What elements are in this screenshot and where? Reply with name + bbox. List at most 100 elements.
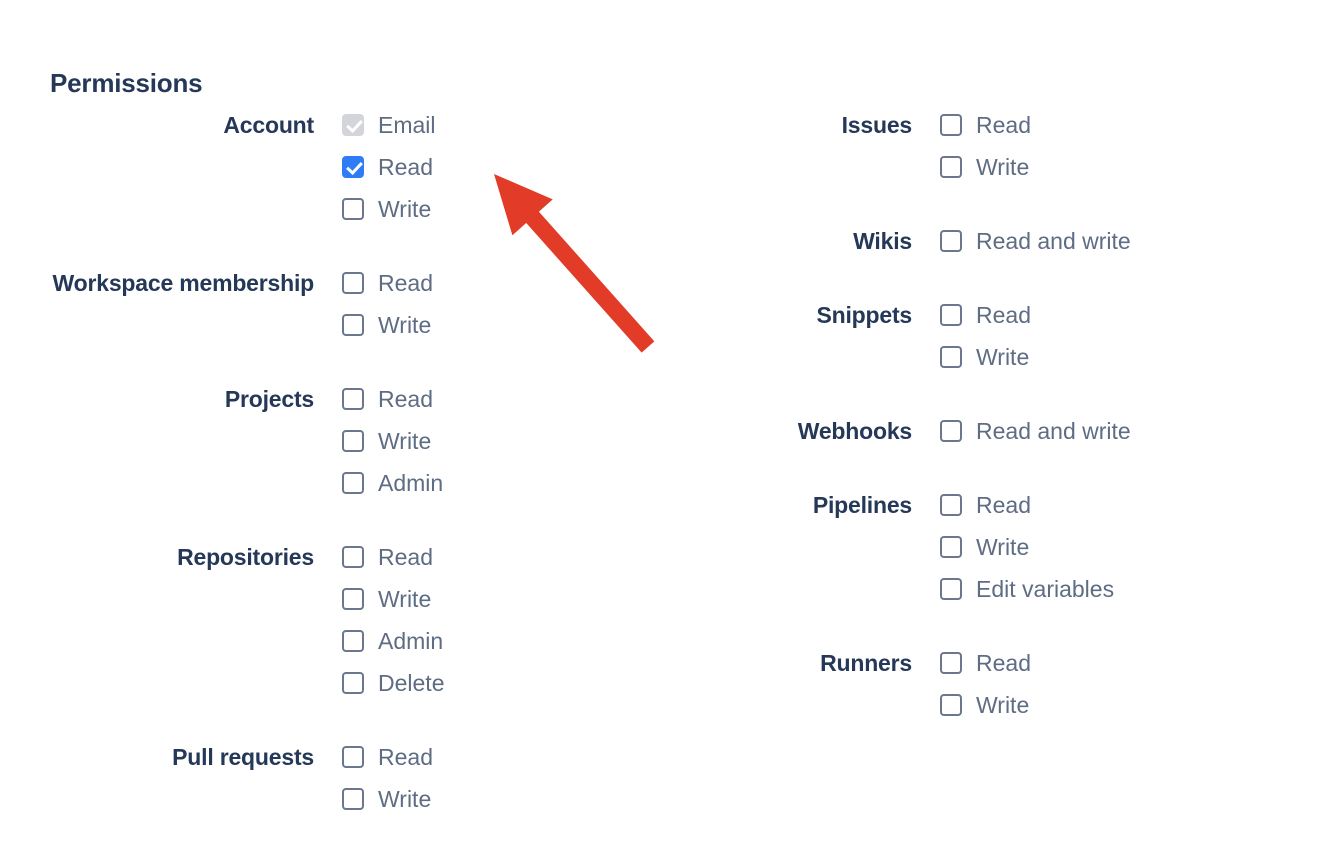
option-row[interactable]: Write	[342, 778, 620, 820]
checkbox-write[interactable]	[940, 346, 962, 368]
option-label: Read	[976, 302, 1031, 328]
group-label: Projects	[224, 386, 314, 412]
option-row[interactable]: Read	[342, 378, 620, 420]
checkbox-write[interactable]	[940, 536, 962, 558]
option-row[interactable]: Edit variables	[940, 568, 1300, 610]
checkbox-admin[interactable]	[342, 472, 364, 494]
option-label: Write	[378, 786, 432, 812]
option-row[interactable]: Read	[342, 736, 620, 778]
option-label: Delete	[378, 670, 445, 696]
checkbox-delete[interactable]	[342, 672, 364, 694]
checkbox-read[interactable]	[940, 652, 962, 674]
checkbox-admin[interactable]	[342, 630, 364, 652]
checkbox-write[interactable]	[342, 198, 364, 220]
page-title: Permissions	[50, 68, 203, 99]
option-label: Admin	[378, 628, 444, 654]
permission-group-webhooks: Webhooks Read and write	[600, 410, 1300, 452]
option-row[interactable]: Read	[342, 146, 620, 188]
group-label: Runners	[820, 650, 912, 676]
option-label: Read	[976, 492, 1031, 518]
option-row[interactable]: Write	[342, 420, 620, 462]
option-row[interactable]: Read	[342, 536, 620, 578]
option-row[interactable]: Write	[940, 146, 1300, 188]
group-label: Pull requests	[172, 744, 314, 770]
option-row[interactable]: Read	[940, 484, 1300, 526]
option-list: Read and write	[940, 220, 1300, 262]
option-row[interactable]: Write	[940, 526, 1300, 568]
group-label: Account	[223, 112, 314, 138]
option-label: Read	[378, 270, 433, 296]
checkbox-read[interactable]	[342, 546, 364, 568]
option-row[interactable]: Write	[342, 578, 620, 620]
option-label: Read	[976, 112, 1031, 138]
option-row[interactable]: Read	[342, 262, 620, 304]
option-row[interactable]: Read	[940, 294, 1300, 336]
checkbox-edit-variables[interactable]	[940, 578, 962, 600]
checkbox-read[interactable]	[342, 388, 364, 410]
option-label: Write	[976, 692, 1030, 718]
group-label: Workspace membership	[52, 270, 315, 296]
option-row[interactable]: Read and write	[940, 220, 1300, 262]
option-label: Read and write	[976, 418, 1131, 444]
option-label: Admin	[378, 470, 444, 496]
option-label: Read	[378, 154, 433, 180]
option-row[interactable]: Write	[342, 188, 620, 230]
group-label: Webhooks	[797, 418, 912, 444]
option-row[interactable]: Admin	[342, 462, 620, 504]
option-label: Email	[378, 112, 436, 138]
option-row[interactable]: Write	[342, 304, 620, 346]
checkbox-read[interactable]	[342, 156, 364, 178]
checkbox-read[interactable]	[342, 272, 364, 294]
checkbox-read[interactable]	[940, 114, 962, 136]
option-row[interactable]: Admin	[342, 620, 620, 662]
option-label: Write	[976, 154, 1030, 180]
checkbox-write[interactable]	[342, 788, 364, 810]
option-row: Email	[342, 104, 620, 146]
option-label: Write	[378, 196, 432, 222]
checkbox-write[interactable]	[940, 694, 962, 716]
option-label: Write	[378, 428, 432, 454]
group-label: Snippets	[816, 302, 912, 328]
option-label: Read	[976, 650, 1031, 676]
option-label: Write	[378, 312, 432, 338]
option-label: Read	[378, 744, 433, 770]
checkbox-write[interactable]	[342, 314, 364, 336]
option-label: Write	[976, 344, 1030, 370]
option-row[interactable]: Write	[940, 336, 1300, 378]
option-label: Read and write	[976, 228, 1131, 254]
option-label: Read	[378, 544, 433, 570]
group-label: Wikis	[853, 228, 912, 254]
option-row[interactable]: Read	[940, 104, 1300, 146]
checkbox-read[interactable]	[940, 304, 962, 326]
checkbox-read-and-write[interactable]	[940, 230, 962, 252]
option-row[interactable]: Read	[940, 642, 1300, 684]
checkbox-read-and-write[interactable]	[940, 420, 962, 442]
checkbox-write[interactable]	[342, 430, 364, 452]
option-row[interactable]: Read and write	[940, 410, 1300, 452]
checkbox-read[interactable]	[342, 746, 364, 768]
checkbox-write[interactable]	[342, 588, 364, 610]
option-row[interactable]: Write	[940, 684, 1300, 726]
checkbox-write[interactable]	[940, 156, 962, 178]
checkbox-read[interactable]	[940, 494, 962, 516]
group-label: Pipelines	[812, 492, 912, 518]
option-row[interactable]: Delete	[342, 662, 620, 704]
permission-group-wikis: Wikis Read and write	[600, 220, 1300, 262]
